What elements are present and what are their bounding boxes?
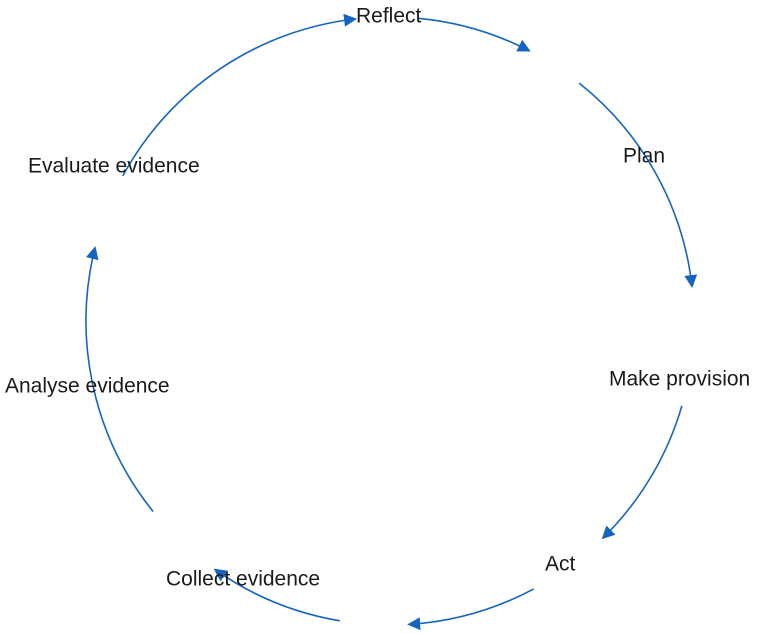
node-evaluate-evidence: Evaluate evidence [28,155,200,178]
node-make-provision: Make provision [609,368,750,391]
arrow-plan-to-make-provision [578,82,698,289]
arrow-make-provision-to-act [601,405,683,540]
node-reflect: Reflect [356,5,422,28]
arrow-reflect-to-plan [418,17,531,52]
arrow-evaluate-evidence-to-reflect [122,13,358,177]
node-collect-evidence: Collect evidence [166,568,320,591]
arrow-analyse-evidence-to-evaluate-evidence [85,246,154,513]
node-act: Act [545,553,576,576]
arrow-collect-evidence-to-analyse-evidence [213,568,340,622]
node-analyse-evidence: Analyse evidence [5,375,170,398]
node-plan: Plan [623,145,665,168]
arrow-act-to-collect-evidence [407,588,535,631]
